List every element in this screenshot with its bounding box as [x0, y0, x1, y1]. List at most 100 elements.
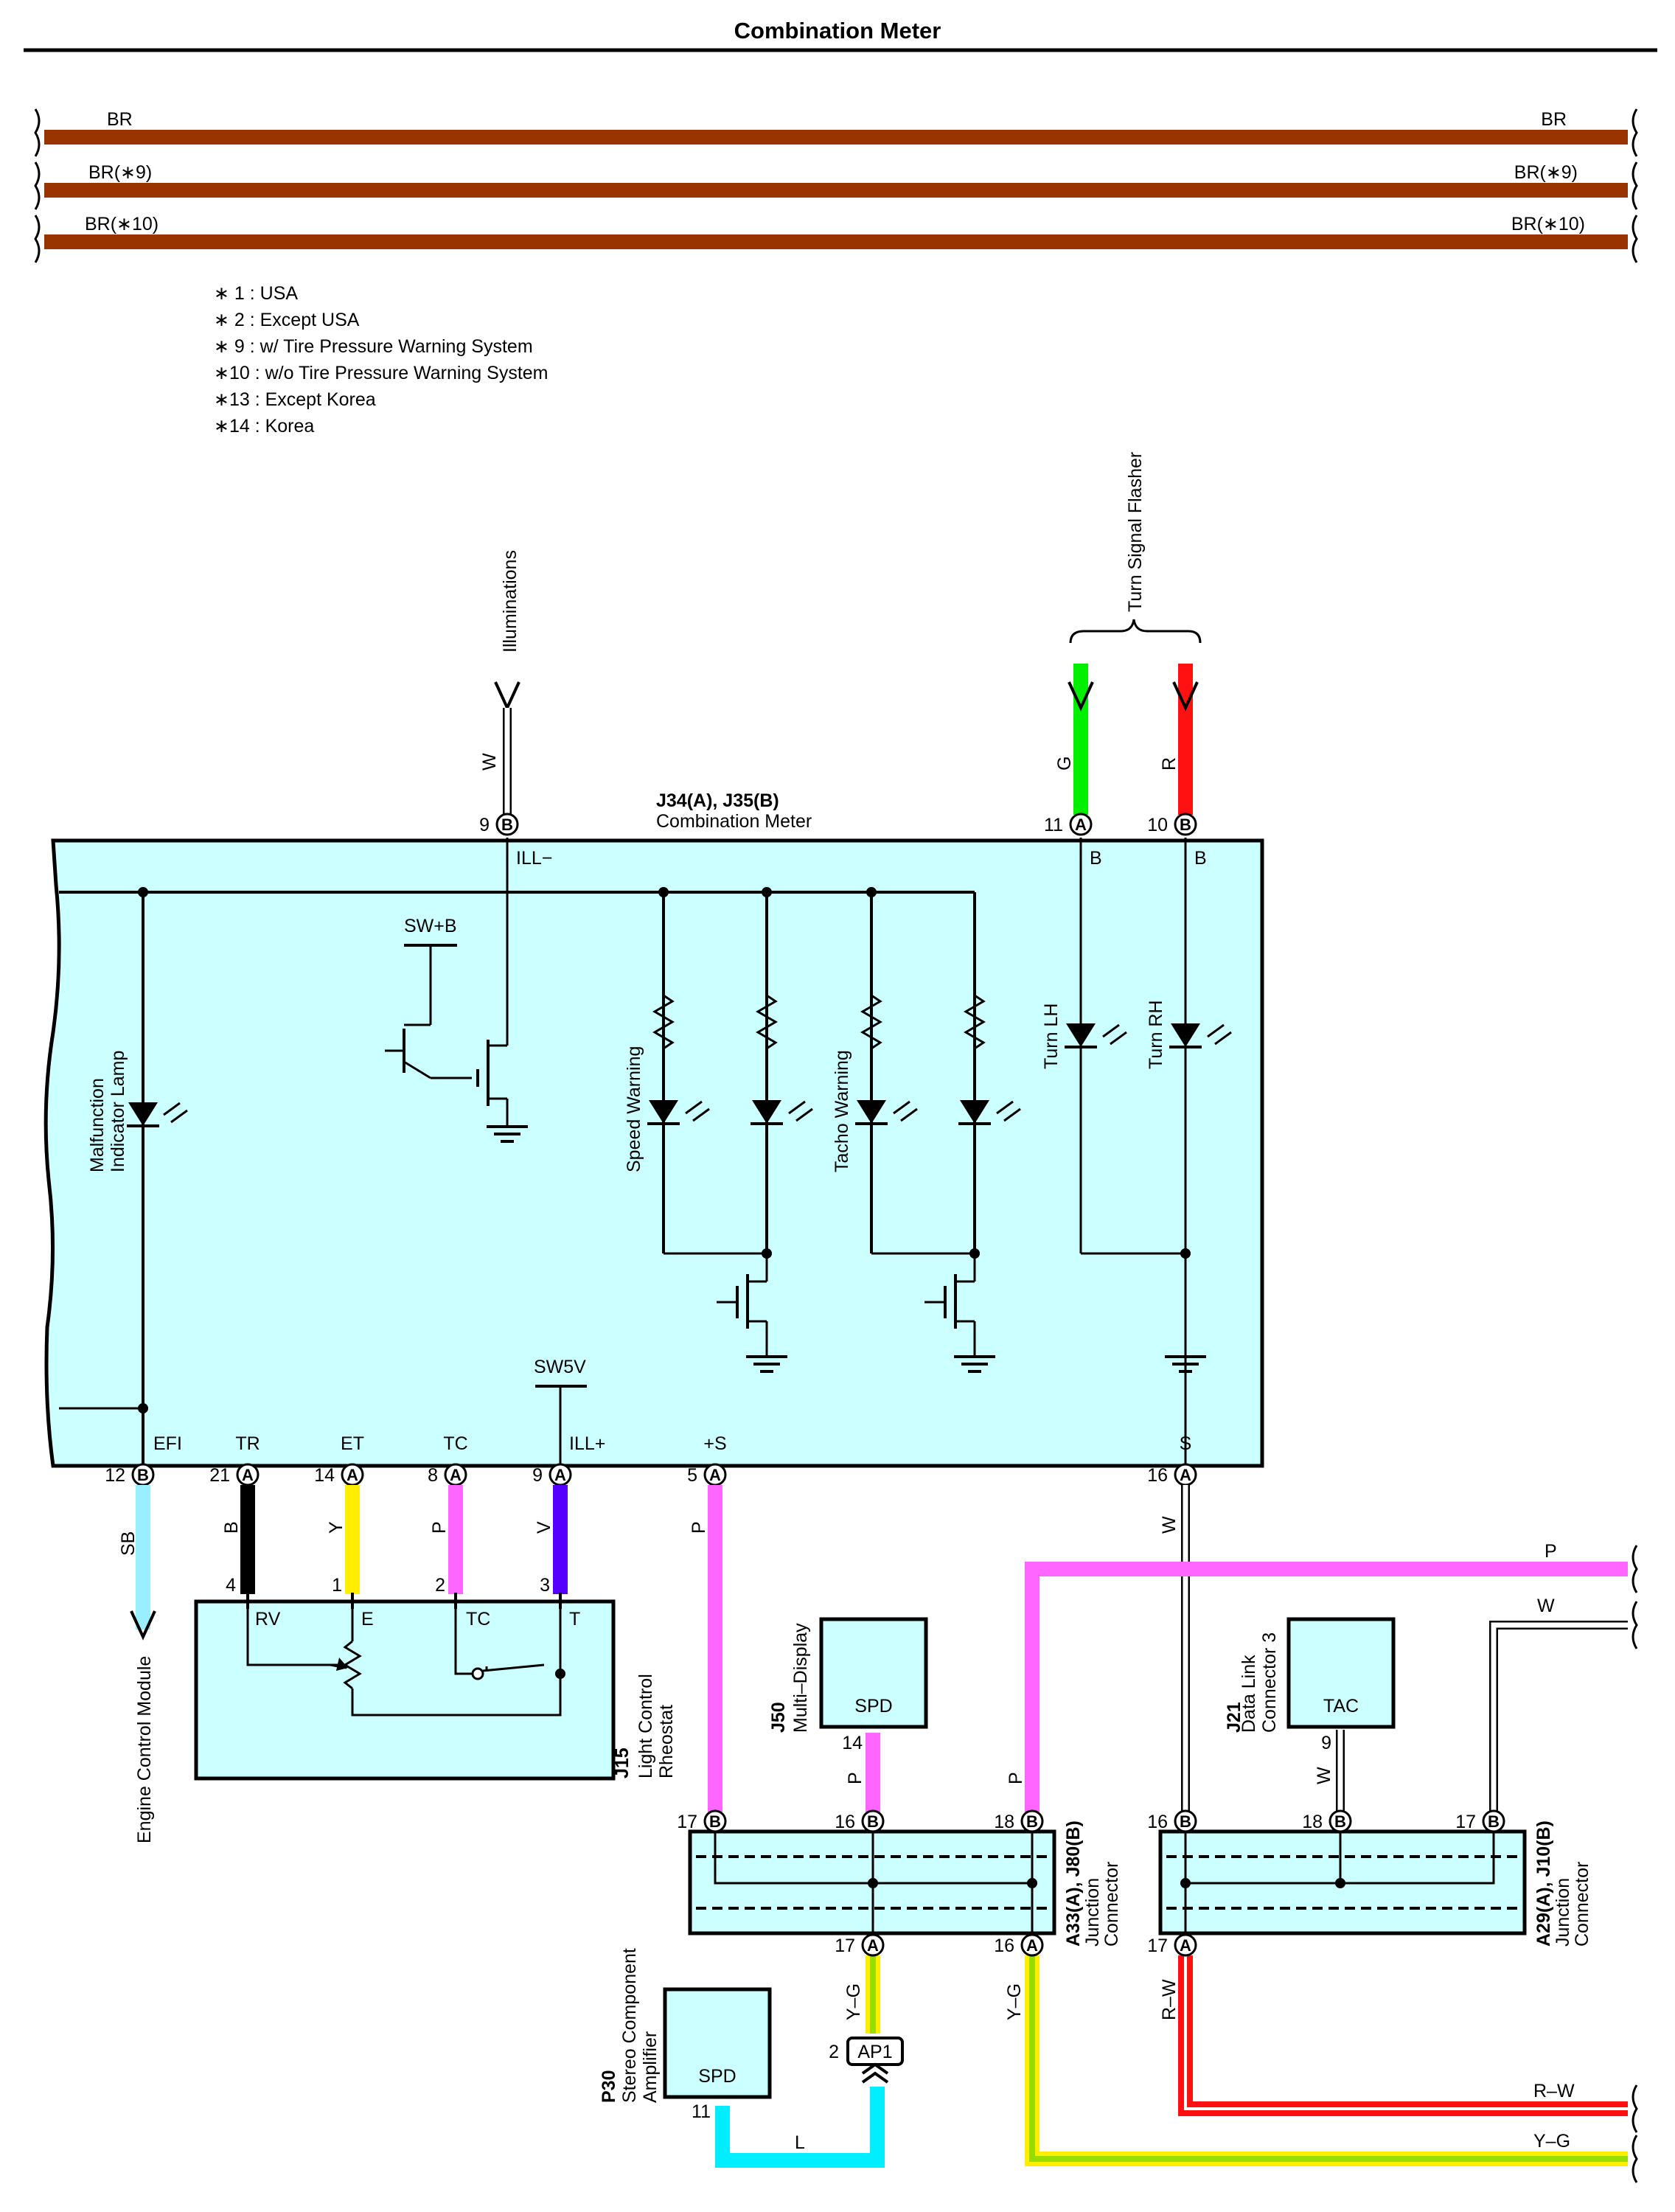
- sw5v-label: SW5V: [534, 1357, 586, 1377]
- dlc3-name-2: Connector 3: [1259, 1632, 1280, 1733]
- svg-text:17: 17: [677, 1812, 697, 1832]
- meter-top-pin: B 9 ILL−: [479, 813, 552, 869]
- meter-code: J34(A), J35(B): [656, 790, 779, 811]
- dlc3-code: J21: [1224, 1702, 1244, 1733]
- wire-label: BR(∗10): [1511, 214, 1585, 234]
- svg-text:14: 14: [314, 1465, 335, 1486]
- svg-text:10: 10: [1147, 815, 1168, 835]
- meter-top-pin: A 11 B: [1044, 813, 1102, 869]
- wire-color-label: B: [221, 1521, 242, 1534]
- wire-color-label: Y–G: [1004, 1983, 1025, 2020]
- wire-color-label: G: [1054, 757, 1075, 771]
- jc2-bottom-pin: A 17: [1147, 1933, 1197, 1957]
- svg-text:TR: TR: [235, 1433, 260, 1454]
- rheostat-name-2: Rheostat: [656, 1705, 677, 1778]
- right-wire-label: Y–G: [1533, 2131, 1570, 2152]
- pin-number: 11: [692, 2101, 711, 2122]
- swb-label: SW+B: [404, 916, 457, 936]
- pin-number: 4: [226, 1575, 236, 1596]
- svg-text:B: B: [709, 1812, 721, 1831]
- svg-text:16: 16: [1147, 1812, 1168, 1832]
- svg-text:B: B: [1180, 815, 1191, 834]
- jc2-name-2: Connector: [1572, 1862, 1592, 1947]
- turn-rh-label: Turn RH: [1146, 1000, 1166, 1069]
- note: ∗ 2 : Except USA: [214, 310, 360, 330]
- lower-wires: SB Engine Control Module B Y P V P W P P…: [118, 1485, 1638, 2183]
- meter-bottom-pin: A 21 TR: [209, 1433, 260, 1486]
- pin-number: 3: [540, 1575, 550, 1596]
- stereo-code: P30: [599, 2070, 619, 2103]
- svg-text:16: 16: [994, 1935, 1014, 1956]
- note: ∗14 : Korea: [214, 416, 314, 437]
- meter-body: [43, 838, 1264, 1468]
- terminal-label: E: [361, 1609, 374, 1630]
- svg-text:B: B: [1026, 1812, 1038, 1831]
- top-wires: Illuminations W Turn Signal Flasher G R: [479, 452, 1202, 815]
- svg-text:8: 8: [428, 1465, 438, 1486]
- svg-text:B: B: [1194, 848, 1207, 869]
- terminal-label: TC: [466, 1609, 490, 1630]
- junction-connector-a29-j10: B 16 B 18 B 17 A 17 A29(A), J10(B) Junct…: [1147, 1809, 1592, 1957]
- svg-text:16: 16: [1147, 1465, 1168, 1486]
- svg-text:16: 16: [835, 1812, 855, 1832]
- wire-color-label: Y: [326, 1521, 347, 1534]
- wire-color-label: L: [795, 2132, 805, 2153]
- right-wire-label: W: [1537, 1596, 1555, 1616]
- svg-text:A: A: [1075, 815, 1087, 834]
- wire-color-label: SB: [118, 1531, 139, 1556]
- wire-label: BR(∗10): [85, 214, 159, 234]
- rheostat-code: J15: [612, 1747, 633, 1778]
- stereo-component-amplifier: SPD P30 Stereo Component Amplifier: [599, 1948, 772, 2103]
- mil-label-2: Indicator Lamp: [108, 1051, 128, 1172]
- svg-text:17: 17: [1147, 1935, 1168, 1956]
- pin-number: 1: [332, 1575, 342, 1596]
- wire-color-label: Y–G: [843, 1983, 864, 2020]
- tacho-warning-label: Tacho Warning: [832, 1050, 852, 1172]
- turn-lh-label: Turn LH: [1041, 1004, 1062, 1069]
- jc1-code: A33(A), J80(B): [1063, 1820, 1084, 1947]
- svg-text:21: 21: [209, 1465, 230, 1486]
- wire-color-label: P: [689, 1521, 709, 1534]
- svg-text:A: A: [347, 1466, 358, 1484]
- speed-warning-label: Speed Warning: [624, 1046, 644, 1172]
- note: ∗ 9 : w/ Tire Pressure Warning System: [214, 336, 533, 357]
- wire-color-label: W: [1159, 1516, 1180, 1534]
- footnotes: ∗ 1 : USA ∗ 2 : Except USA ∗ 9 : w/ Tire…: [214, 283, 549, 437]
- svg-text:EFI: EFI: [153, 1433, 182, 1454]
- svg-text:A: A: [867, 1936, 879, 1955]
- note: ∗ 1 : USA: [214, 283, 298, 304]
- mil-label-1: Malfunction: [87, 1078, 108, 1172]
- multi-display: SPD J50 Multi–Display: [768, 1617, 928, 1733]
- combination-meter: J34(A), J35(B) Combination Meter B 9 ILL…: [43, 790, 1264, 1486]
- svg-text:B: B: [501, 815, 513, 834]
- jc1-top-pin: B 18: [994, 1809, 1044, 1833]
- ap1-connector: AP1 2: [829, 2037, 904, 2084]
- svg-text:A: A: [1180, 1466, 1191, 1484]
- jc1-top-pin: B 16: [835, 1809, 885, 1833]
- jc1-name: Junction: [1082, 1878, 1103, 1947]
- right-wire-label: R–W: [1533, 2081, 1575, 2101]
- svg-text:B: B: [1488, 1812, 1500, 1831]
- pin-number: 2: [829, 2042, 839, 2062]
- terminal-label: SPD: [698, 2066, 736, 2087]
- svg-text:TC: TC: [443, 1433, 467, 1454]
- svg-text:17: 17: [1455, 1812, 1476, 1832]
- jc1-bottom-pin: A 16: [994, 1933, 1044, 1957]
- jc2-top-pin: B 16: [1147, 1809, 1197, 1833]
- svg-text:B: B: [137, 1466, 149, 1484]
- turn-signal-flasher-label: Turn Signal Flasher: [1125, 452, 1146, 612]
- jc2-code: A29(A), J10(B): [1533, 1820, 1554, 1947]
- pin-number: 14: [842, 1733, 863, 1753]
- multi-display-code: J50: [768, 1702, 789, 1733]
- svg-text:A: A: [450, 1466, 462, 1484]
- data-link-connector-3: TAC J21 Data Link Connector 3: [1224, 1617, 1396, 1733]
- jc2-name: Junction: [1553, 1878, 1573, 1947]
- wire-color-label: R: [1159, 757, 1180, 771]
- svg-text:B: B: [1334, 1812, 1346, 1831]
- svg-text:ILL−: ILL−: [516, 848, 552, 869]
- page-title: Combination Meter: [734, 18, 941, 44]
- wire-color-label: P: [429, 1521, 450, 1534]
- svg-text:18: 18: [994, 1812, 1014, 1832]
- meter-bottom-pin: A 8 TC: [428, 1433, 468, 1486]
